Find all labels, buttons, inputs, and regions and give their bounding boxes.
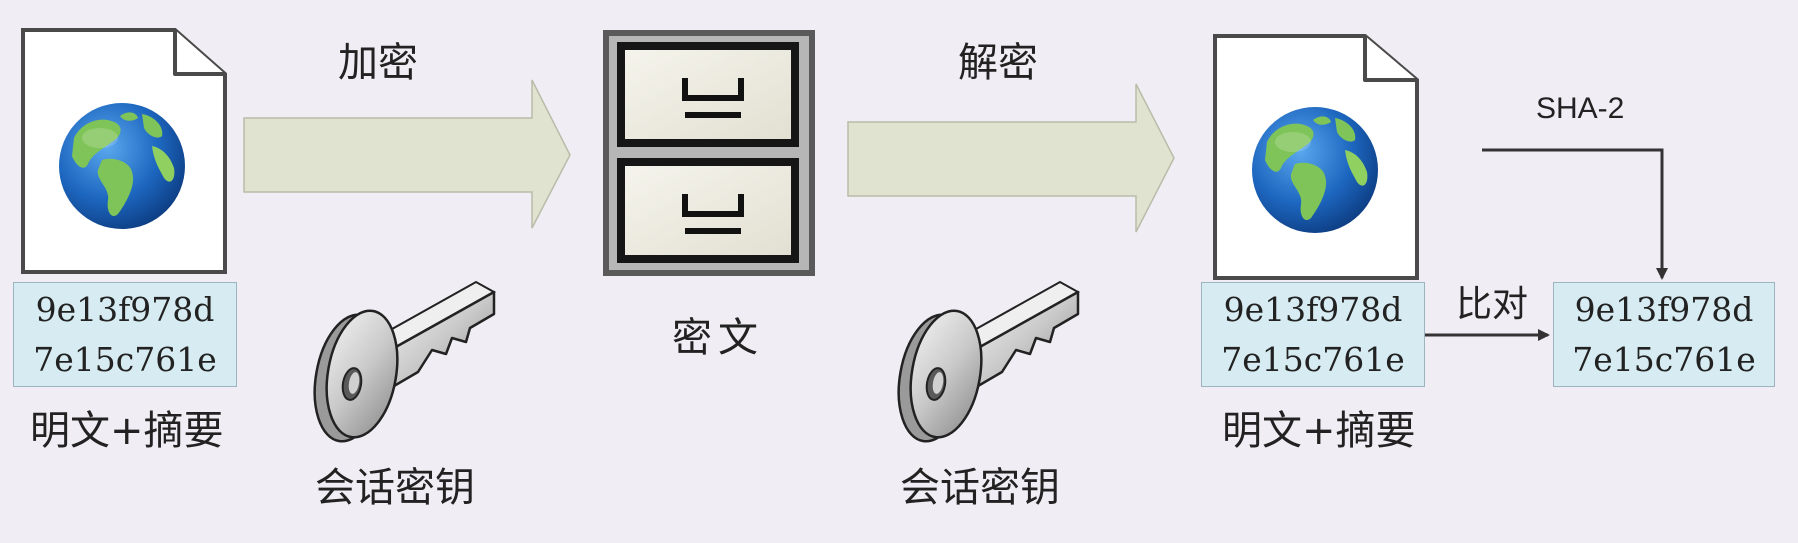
hash-line-1: 9e13f978d (35, 290, 215, 329)
key-icon-right (888, 280, 1080, 449)
hash-line-2: 7e15c761e (33, 340, 217, 379)
session-key-label-right: 会话密钥 (900, 465, 1060, 511)
encrypt-arrow-icon (243, 79, 571, 229)
hash-box-middle: 9e13f978d 7e15c761e (1201, 282, 1425, 387)
sha2-label: SHA-2 (1536, 92, 1625, 125)
file-cabinet-icon (603, 30, 815, 276)
ciphertext-label: 密文 (672, 315, 764, 361)
plaintext-digest-label-right: 明文+摘要 (1222, 408, 1416, 454)
globe-icon (59, 103, 185, 229)
encrypt-label: 加密 (338, 40, 418, 86)
plaintext-digest-label-left: 明文+摘要 (30, 408, 224, 454)
decrypt-label: 解密 (958, 40, 1038, 86)
compare-label: 比对 (1456, 284, 1529, 325)
key-icon-left (304, 280, 496, 449)
session-key-label-left: 会话密钥 (315, 465, 475, 511)
hash-line-2: 7e15c761e (1221, 340, 1405, 379)
hash-box-left: 9e13f978d 7e15c761e (13, 282, 237, 387)
decrypt-arrow-icon (847, 83, 1175, 233)
hash-line-1: 9e13f978d (1574, 290, 1754, 329)
hash-box-right: 9e13f978d 7e15c761e (1553, 282, 1775, 387)
sha-connector-arrow (1482, 148, 1668, 280)
globe-icon-right (1252, 107, 1378, 233)
hash-line-2: 7e15c761e (1572, 340, 1756, 379)
hash-line-1: 9e13f978d (1223, 290, 1403, 329)
